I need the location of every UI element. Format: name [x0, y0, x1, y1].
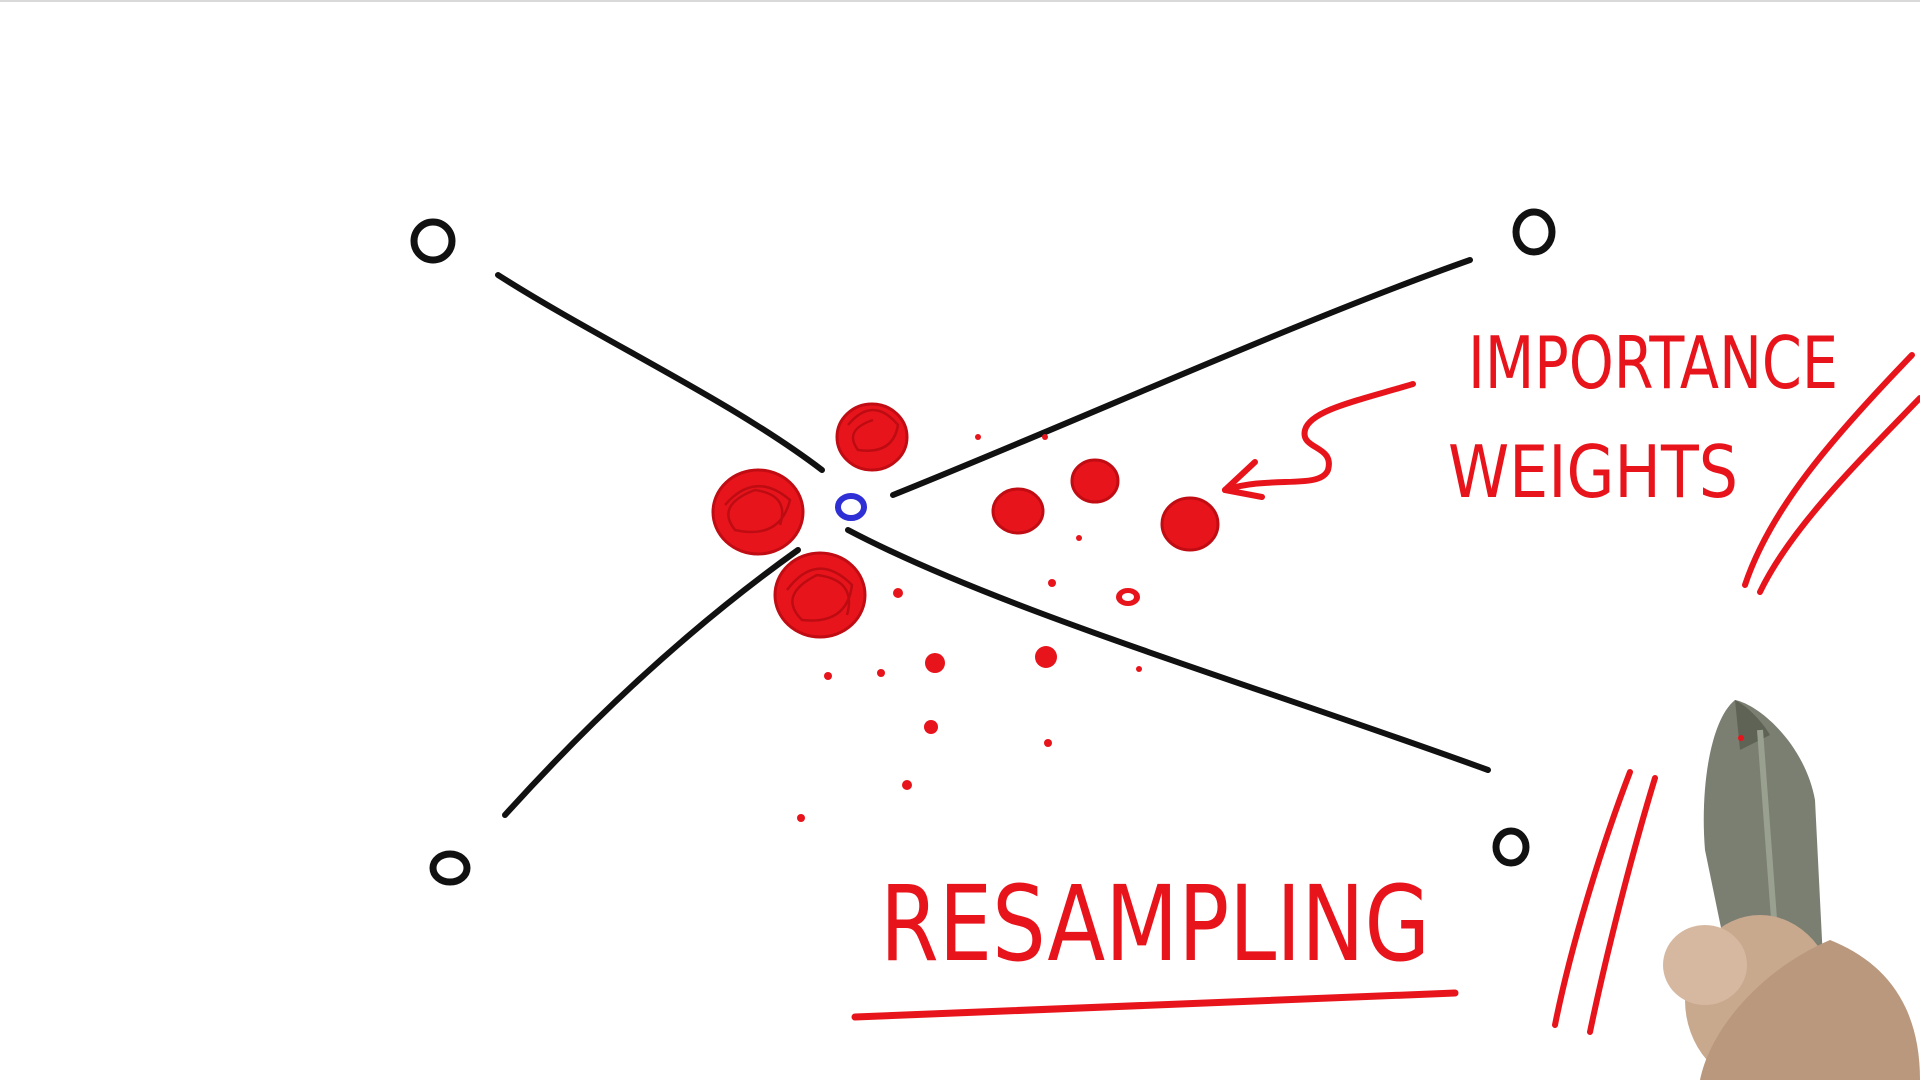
particle — [797, 814, 805, 822]
landmark-bottom-left — [429, 850, 471, 886]
particle — [925, 653, 945, 673]
particle — [1136, 666, 1142, 672]
slash-marks-bottom — [1552, 769, 1658, 1035]
landmark-top-right — [1512, 208, 1556, 256]
particle — [835, 402, 909, 472]
particle — [991, 487, 1045, 535]
landmark-bottom-right — [1492, 827, 1530, 867]
line-bottom-left — [502, 547, 801, 818]
particle — [1160, 496, 1220, 552]
hand — [1663, 915, 1920, 1080]
line-bottom-right — [845, 527, 1491, 773]
landmark-top-left — [410, 218, 456, 264]
particle — [902, 780, 912, 790]
line-top-left — [495, 272, 825, 473]
particle — [711, 468, 805, 556]
landmarks — [410, 208, 1556, 886]
particle — [1044, 739, 1052, 747]
particle — [1035, 646, 1057, 668]
robot-position-icon — [835, 493, 867, 521]
particle — [1076, 535, 1082, 541]
particle — [924, 720, 938, 734]
slash-marks-top — [1742, 352, 1920, 595]
line-top-right — [890, 257, 1473, 498]
particle — [824, 672, 832, 680]
particle — [773, 551, 867, 639]
label-resampling: RESAMPLING — [880, 863, 1430, 985]
resampling-underline — [851, 989, 1459, 1021]
particle — [1070, 458, 1120, 504]
measurement-lines — [495, 257, 1491, 818]
particle — [877, 669, 885, 677]
particle — [893, 588, 903, 598]
arrow-icon — [1222, 381, 1416, 500]
particles-heavy — [711, 402, 1220, 639]
particle — [1048, 579, 1056, 587]
particle — [1042, 434, 1048, 440]
label-weights: WEIGHTS — [1448, 430, 1738, 514]
particle — [975, 434, 981, 440]
label-importance: IMPORTANCE — [1468, 321, 1838, 405]
